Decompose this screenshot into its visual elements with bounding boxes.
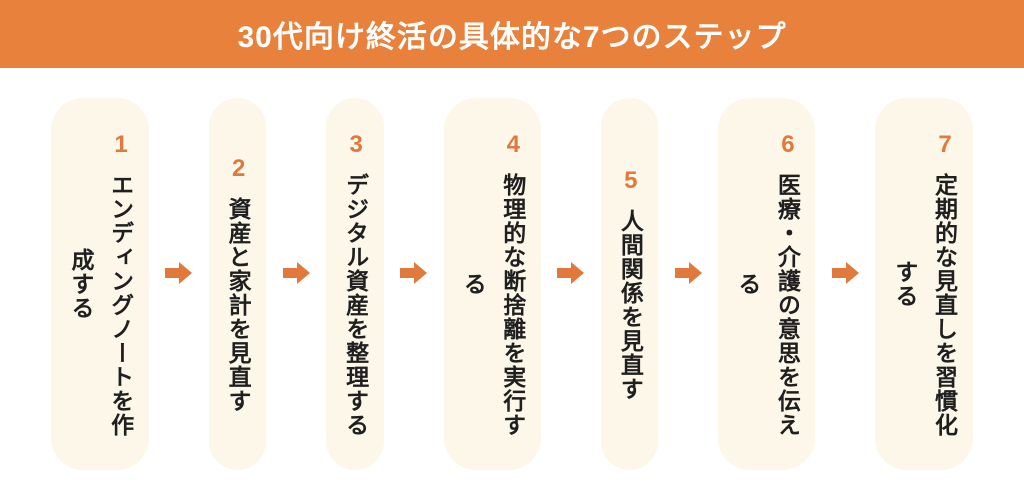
right-arrow-icon bbox=[282, 262, 310, 284]
arrow-cell-6 bbox=[815, 262, 875, 295]
step-label-1: エンディングノートを作成する bbox=[68, 173, 134, 437]
arrow-cell-2 bbox=[266, 262, 326, 295]
step-label-6: 医療・介護の意思を伝える bbox=[734, 173, 801, 437]
step-number-6: 6 bbox=[774, 131, 802, 159]
step-card-7: 7 定期的な見直しを習慣化する bbox=[875, 98, 973, 470]
right-arrow-icon bbox=[400, 262, 428, 284]
steps-flow: 1エンディングノートを作成する 2資産と家計を見直す 3デジタル資産を整理する … bbox=[0, 68, 1024, 500]
step-label-4: 物理的な断捨離を実行する bbox=[460, 173, 526, 437]
right-arrow-icon bbox=[831, 262, 859, 284]
step-number-7: 7 bbox=[931, 131, 959, 159]
step-card-1: 1 エンディングノートを作成する bbox=[51, 98, 149, 470]
step-text-5: 5 人間関係を見直す bbox=[610, 128, 650, 440]
step-card-4: 4 物理的な断捨離を実行する bbox=[443, 98, 541, 470]
step-text-4: 4 物理的な断捨離を実行する bbox=[453, 128, 532, 440]
step-text-7: 7 定期的な見直しを習慣化する bbox=[884, 128, 963, 440]
step-text-3: 3 デジタル資産を整理する bbox=[335, 128, 375, 440]
right-arrow-icon bbox=[165, 262, 193, 284]
step-label-5: 人間関係を見直す bbox=[617, 209, 644, 401]
arrow-cell-1 bbox=[149, 262, 209, 295]
step-text-6: 6 医療・介護の意思を伝える bbox=[727, 128, 806, 440]
step-label-2: 資産と家計を見直す bbox=[225, 197, 252, 413]
step-number-1: 1 bbox=[107, 131, 135, 159]
step-text-1: 1 エンディングノートを作成する bbox=[60, 128, 139, 440]
step-number-5: 5 bbox=[617, 167, 645, 195]
page-title: 30代向け終活の具体的な7つのステップ bbox=[237, 21, 787, 54]
step-number-2: 2 bbox=[225, 155, 253, 183]
right-arrow-icon bbox=[557, 262, 585, 284]
step-text-2: 2 資産と家計を見直す bbox=[218, 128, 258, 440]
header-banner: 30代向け終活の具体的な7つのステップ bbox=[0, 0, 1024, 68]
arrow-cell-3 bbox=[384, 262, 444, 295]
arrow-cell-5 bbox=[658, 262, 718, 295]
step-number-3: 3 bbox=[342, 131, 370, 159]
step-card-5: 5 人間関係を見直す bbox=[600, 98, 659, 470]
step-card-3: 3 デジタル資産を整理する bbox=[326, 98, 384, 470]
step-card-2: 2 資産と家計を見直す bbox=[208, 98, 267, 470]
arrow-cell-4 bbox=[541, 262, 601, 295]
step-number-4: 4 bbox=[499, 131, 527, 159]
right-arrow-icon bbox=[674, 262, 702, 284]
step-label-3: デジタル資産を整理する bbox=[342, 173, 369, 437]
step-label-7: 定期的な見直しを習慣化する bbox=[891, 173, 958, 437]
step-card-6: 6 医療・介護の意思を伝える bbox=[718, 98, 816, 470]
